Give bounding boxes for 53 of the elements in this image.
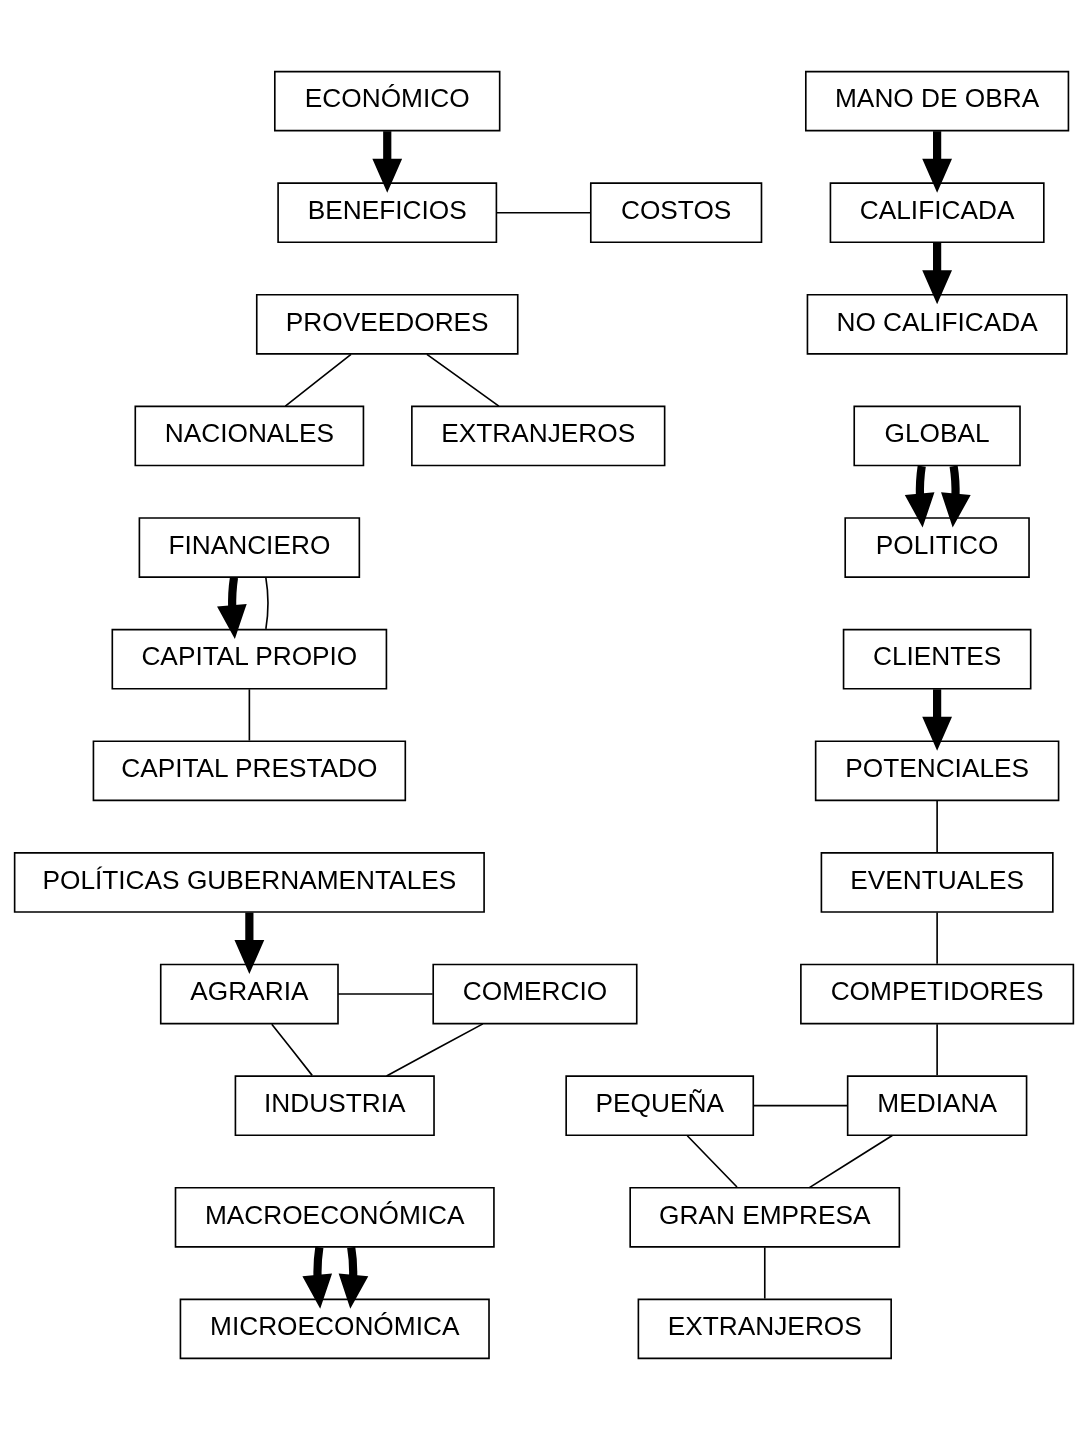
node-box: NO CALIFICADA xyxy=(806,293,1068,355)
node-box: POTENCIALES xyxy=(814,739,1060,801)
node-box: COMERCIO xyxy=(432,963,638,1024)
arrow xyxy=(922,242,952,304)
connector xyxy=(763,1246,766,1299)
node-box: FINANCIERO xyxy=(138,516,361,578)
connector xyxy=(752,1104,849,1106)
arrow xyxy=(217,576,247,639)
connector xyxy=(248,687,251,741)
node-box: EVENTUALES xyxy=(820,851,1054,913)
arrow xyxy=(941,464,971,527)
connector xyxy=(936,1022,938,1076)
connector xyxy=(495,211,592,214)
arrow xyxy=(904,464,935,527)
node-box: GRAN EMPRESA xyxy=(629,1186,901,1248)
node-box: NACIONALES xyxy=(134,405,365,466)
connector xyxy=(265,576,269,630)
node-box: COSTOS xyxy=(589,181,763,243)
node-box: GLOBAL xyxy=(853,405,1021,466)
arrow xyxy=(338,1246,369,1309)
node-box: MICROECONÓMICA xyxy=(179,1298,490,1359)
connector xyxy=(808,1134,894,1188)
connector xyxy=(284,353,352,407)
node-box: COMPETIDORES xyxy=(800,963,1075,1024)
connector xyxy=(686,1134,738,1188)
node-box: PEQUEÑA xyxy=(565,1074,755,1136)
arrow xyxy=(372,130,403,193)
arrow xyxy=(922,688,952,751)
connector xyxy=(426,353,500,407)
node-box: AGRARIA xyxy=(159,963,339,1024)
node-box: CAPITAL PRESTADO xyxy=(92,739,407,801)
arrow xyxy=(302,1246,333,1309)
node-box: EXTRANJEROS xyxy=(637,1298,892,1359)
node-box: CLIENTES xyxy=(842,628,1032,690)
connector xyxy=(270,1022,313,1076)
node-box: MANO DE OBRA xyxy=(805,70,1070,131)
node-box: PROVEEDORES xyxy=(255,293,519,355)
node-box: POLITICO xyxy=(844,516,1030,578)
connector xyxy=(337,992,434,995)
node-box: MACROECONÓMICA xyxy=(174,1186,495,1248)
node-box: POLÍTICAS GUBERNAMENTALES xyxy=(13,851,485,913)
node-box: ECONÓMICO xyxy=(274,70,501,131)
node-box: CALIFICADA xyxy=(829,181,1045,243)
arrow xyxy=(922,130,952,193)
node-box: EXTRANJEROS xyxy=(411,405,666,466)
connector xyxy=(936,911,938,965)
node-box: INDUSTRIA xyxy=(234,1074,435,1136)
connector xyxy=(936,799,938,853)
node-box: MEDIANA xyxy=(846,1074,1028,1136)
node-box: CAPITAL PROPIO xyxy=(111,628,388,690)
node-box: BENEFICIOS xyxy=(277,181,498,243)
connector xyxy=(385,1022,484,1077)
arrow xyxy=(234,912,265,974)
